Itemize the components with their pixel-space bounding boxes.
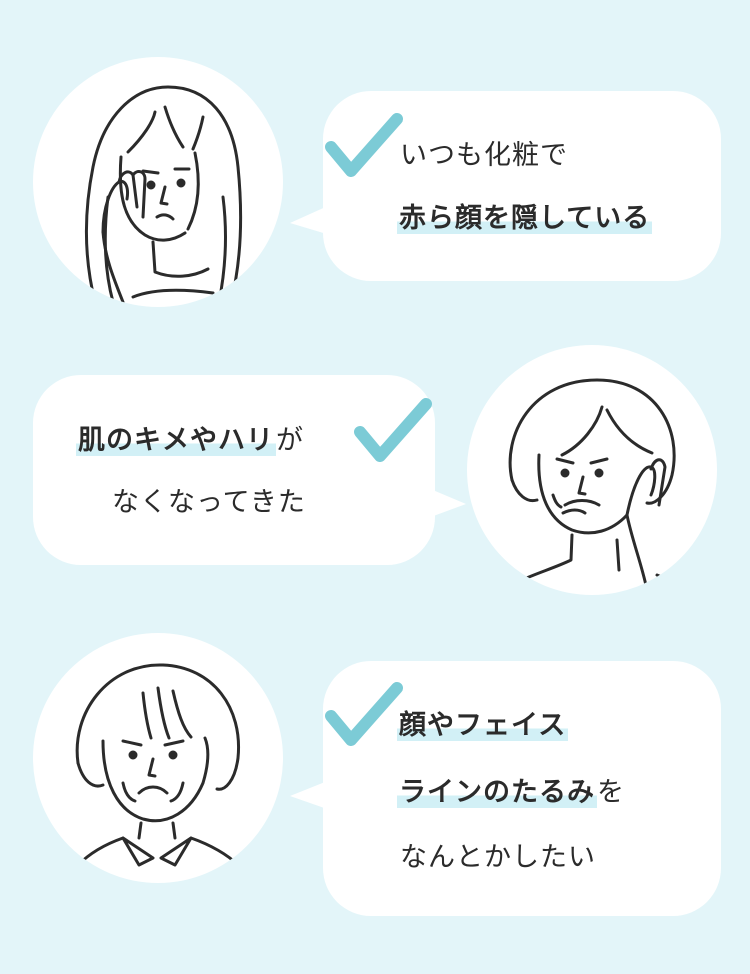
block2-line2: なくなってきた	[112, 485, 306, 521]
block2-line1-plain: が	[276, 425, 304, 456]
block2-line1-bold: 肌のキメやハリ	[76, 425, 276, 456]
block3-line3: なんとかしたい	[400, 840, 596, 876]
speech-bubble-1-tail	[290, 205, 330, 235]
block1-line2: 赤ら顔を隠している	[397, 201, 653, 237]
woman-long-hair-icon	[84, 85, 243, 304]
speech-bubble-2-tail	[428, 488, 466, 518]
block1-line2-text: 赤ら顔を隠している	[397, 203, 653, 234]
block2-line1: 肌のキメやハリが	[76, 423, 304, 459]
block1-line1: いつも化粧で	[400, 138, 568, 174]
check-icon	[325, 113, 403, 177]
woman-bob-hair-icon	[508, 378, 684, 592]
woman-bob-collar-icon	[75, 663, 241, 867]
block1-line1-text: いつも化粧で	[400, 140, 568, 171]
block3-line1: 顔やフェイス	[397, 708, 569, 744]
block3-line1-text: 顔やフェイス	[397, 710, 569, 741]
check-icon	[354, 398, 432, 462]
speech-bubble-2	[33, 375, 435, 565]
speech-bubble-3-tail	[290, 780, 330, 810]
avatar-woman-long-hair	[33, 57, 283, 307]
check-icon	[325, 682, 403, 746]
avatar-woman-bob-collar	[33, 633, 283, 883]
block3-line2: ラインのたるみを	[397, 775, 625, 811]
avatar-woman-bob-hand-chin	[467, 345, 717, 595]
block3-line3-text: なんとかしたい	[400, 842, 596, 873]
block3-line2-bold: ラインのたるみ	[397, 777, 597, 808]
block3-line2-plain: を	[597, 777, 625, 808]
block2-line2-text: なくなってきた	[112, 487, 306, 518]
